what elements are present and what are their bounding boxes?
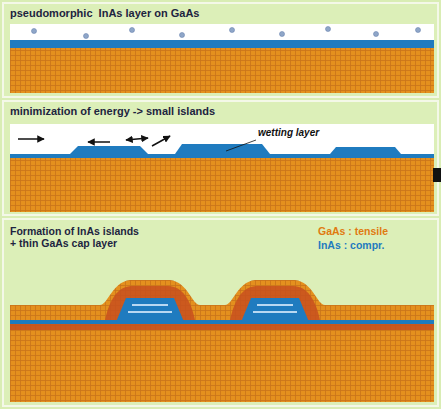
panel-heading: minimization of energy -> small islands xyxy=(10,105,215,118)
panel-heading: pseudomorphic InAs layer on GaAs xyxy=(10,7,200,20)
panel-heading: Formation of InAs islands + thin GaAs ca… xyxy=(10,225,144,249)
legend-text: InAs : compr. xyxy=(318,239,385,251)
legend-text: GaAs : tensile xyxy=(318,225,388,237)
part-label: wetting layer xyxy=(258,127,319,139)
